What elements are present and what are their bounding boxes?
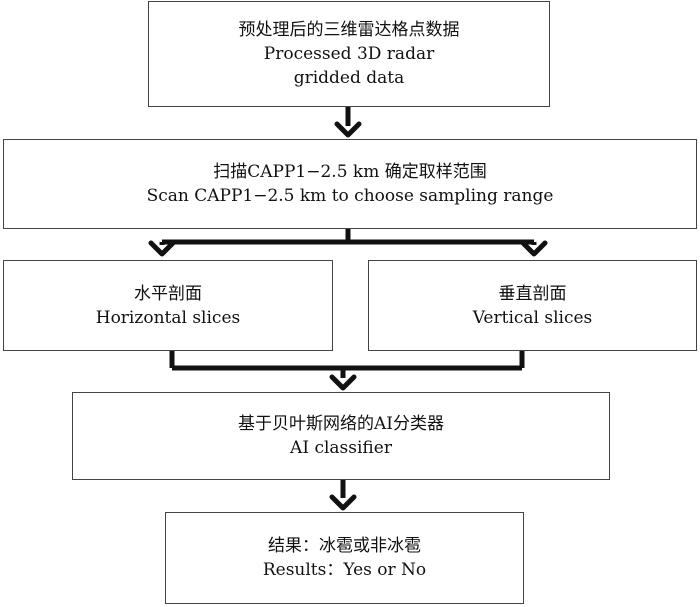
arrowhead-horizontal — [148, 240, 176, 257]
node-ai-classifier: 基于贝叶斯网络的AI分类器 AI classifier — [72, 392, 610, 480]
node-vertical-slices: 垂直剖面 Vertical slices — [368, 260, 697, 351]
node-results-zh: 结果：冰雹或非冰雹 — [268, 536, 421, 556]
node-classifier-zh: 基于贝叶斯网络的AI分类器 — [238, 414, 444, 434]
node-vertical-zh: 垂直剖面 — [498, 283, 567, 304]
node-vertical-en: Vertical slices — [472, 307, 593, 328]
node-classifier-en: AI classifier — [290, 438, 392, 458]
node-horizontal-en: Horizontal slices — [95, 307, 241, 328]
node-results: 结果：冰雹或非冰雹 Results：Yes or No — [165, 512, 524, 604]
node-results-en: Results：Yes or No — [262, 560, 427, 580]
node-scan-capp: 扫描CAPP1−2.5 km 确定取样范围 Scan CAPP1−2.5 km … — [3, 139, 697, 229]
arrowhead-classifier — [329, 374, 357, 391]
node-scan-en: Scan CAPP1−2.5 km to choose sampling ran… — [146, 186, 554, 206]
arrowhead-scan — [334, 121, 362, 138]
arrowhead-result — [329, 494, 357, 511]
node-input-data: 预处理后的三维雷达格点数据 Processed 3D radar gridded… — [148, 1, 550, 107]
node-horizontal-zh: 水平剖面 — [134, 283, 202, 304]
arrowhead-vertical — [520, 240, 548, 257]
node-input-en-line2: gridded data — [293, 68, 405, 88]
node-horizontal-slices: 水平剖面 Horizontal slices — [3, 260, 333, 351]
node-input-en-line1: Processed 3D radar — [263, 44, 435, 64]
node-scan-zh: 扫描CAPP1−2.5 km 确定取样范围 — [213, 162, 487, 182]
node-input-zh: 预处理后的三维雷达格点数据 — [238, 20, 460, 40]
